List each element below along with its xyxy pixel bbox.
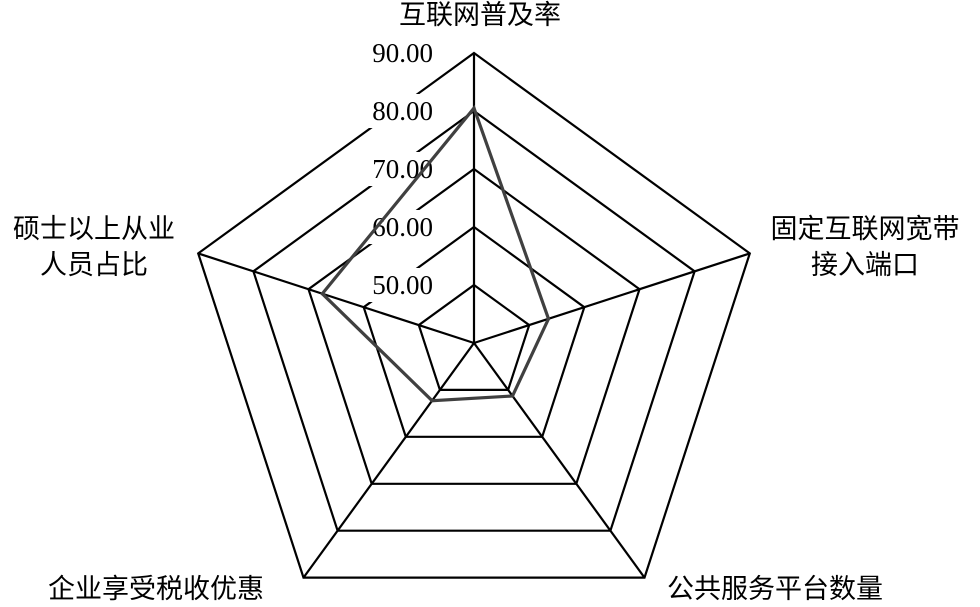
tick-label-0: 50.00: [372, 270, 433, 300]
series-layer: [320, 104, 551, 403]
tick-label-3: 80.00: [372, 96, 433, 126]
grid-ring-0: [417, 283, 531, 391]
series-point-0-0: [472, 106, 476, 110]
tick-label-bg-4: [358, 36, 440, 70]
spoke-layer: [197, 53, 751, 579]
tick-label-bg-1: [358, 210, 440, 244]
axis-label-1-line-1: 接入端口: [811, 250, 919, 281]
axis-spoke-1: [473, 252, 751, 345]
axis-label-4-line-1: 人员占比: [40, 250, 148, 281]
axis-spoke-4: [197, 252, 475, 345]
axis-label-1-line-0: 固定互联网宽带: [771, 214, 960, 245]
axis-label-3-line-0: 企业享受税收优惠: [48, 574, 264, 605]
grid-ring-3: [252, 109, 696, 532]
grid-layer: [196, 51, 752, 579]
grid-ring-2: [307, 167, 641, 485]
tick-label-1: 60.00: [372, 212, 433, 242]
axis-label-4-line-0: 硕士以上从业: [13, 214, 175, 245]
series-line-0: [320, 104, 551, 403]
series-point-0-1: [546, 317, 551, 321]
axis-spoke-2: [473, 342, 646, 579]
tick-label-bg-3: [358, 94, 440, 128]
grid-ring-4: [196, 51, 752, 579]
series-point-0-4: [320, 292, 324, 296]
tick-label-bg-0: [358, 268, 440, 302]
tick-label-4: 90.00: [372, 38, 433, 68]
axis-label-0-line-0: 互联网普及率: [399, 0, 561, 31]
axis-label-2-line-0: 公共服务平台数量: [667, 574, 883, 605]
axis-spoke-3: [302, 342, 475, 579]
tick-label-bg-2: [358, 152, 440, 186]
series-point-0-2: [510, 394, 515, 398]
series-point-0-3: [430, 399, 434, 403]
